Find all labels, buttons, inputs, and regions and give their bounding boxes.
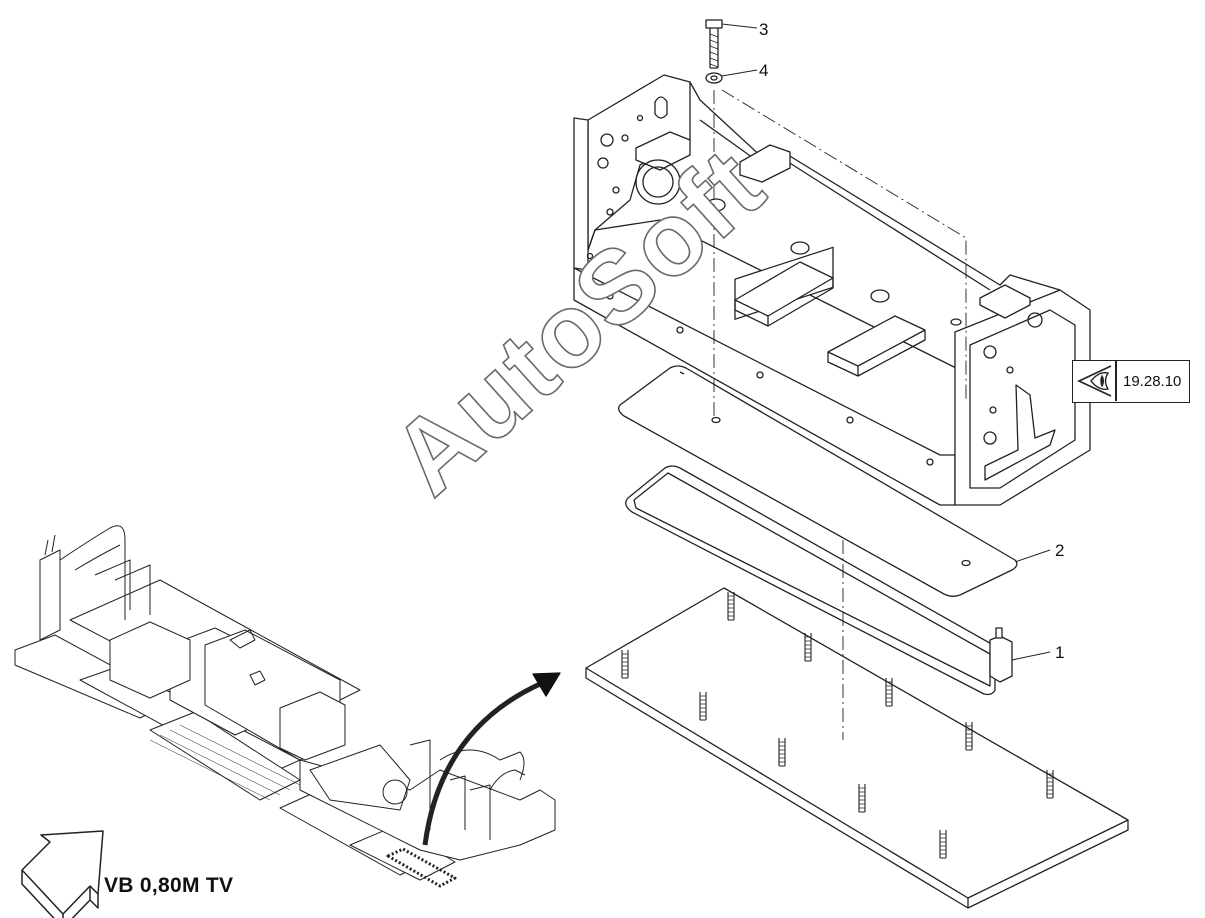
callout-1: 1	[1055, 643, 1065, 662]
callout-3: 3	[759, 20, 769, 39]
eye-icon	[1077, 365, 1112, 397]
reference-code: 19.28.10	[1123, 373, 1182, 390]
reference-divider	[1115, 361, 1117, 401]
bolt	[705, 19, 723, 69]
reference-view-box[interactable]: 19.28.10	[1072, 360, 1190, 403]
center-lines	[713, 89, 967, 740]
direction-arrow-icon	[21, 830, 104, 918]
highlight-chain	[386, 847, 457, 888]
leader-line-4	[721, 69, 758, 77]
washer	[705, 72, 723, 84]
leader-line-2	[1011, 549, 1051, 564]
base-board	[585, 587, 1129, 909]
leader-line-3	[721, 23, 758, 29]
studs	[621, 592, 1054, 859]
callout-4: 4	[759, 61, 769, 80]
leader-line-1	[1011, 651, 1051, 661]
seal-ring	[625, 465, 1013, 696]
gasket-plate	[618, 365, 1018, 597]
pointer-arrow	[422, 672, 561, 846]
machine-overview	[14, 525, 556, 881]
callout-2: 2	[1055, 541, 1065, 560]
model-label: VB 0,80M TV	[104, 874, 234, 897]
housing-frame	[573, 74, 1091, 506]
